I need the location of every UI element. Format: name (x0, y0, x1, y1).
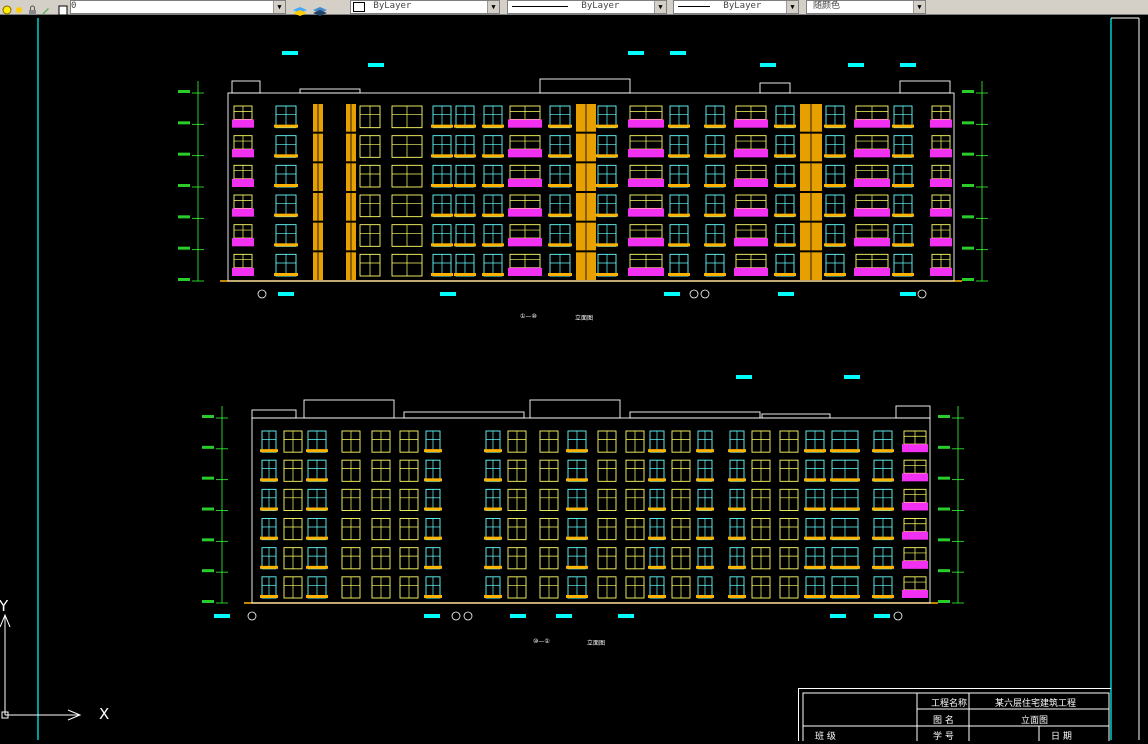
drawing-label: 图 名 (933, 716, 954, 726)
layer-toolbar: 0 ▼ ByLayer ▼ ByLayer ▼ ByLayer ▼ 随颜色 ▼ (0, 0, 1148, 16)
chevron-down-icon[interactable]: ▼ (487, 1, 499, 13)
lineweight-sample (678, 6, 710, 7)
drawing-svg (0, 17, 1140, 740)
student-id-label: 学 号 (933, 732, 954, 742)
color-dropdown[interactable]: ByLayer ▼ (350, 0, 500, 14)
linetype-sample (512, 6, 568, 7)
elevation-top-caption: ①—⑩ (520, 313, 537, 320)
pencil-icon[interactable] (40, 1, 51, 15)
color-swatch (353, 2, 365, 12)
elevation-bottom-caption: ⑩—① (533, 638, 550, 645)
plotstyle-value: 随颜色 (813, 1, 841, 11)
drawing-value: 立面图 (1021, 716, 1049, 726)
layer-manager-icon[interactable] (292, 1, 307, 16)
elevation-top-title: 立面图 (575, 315, 594, 322)
title-block: 工程名称 某六层住宅建筑工程 图 名 立面图 班 级 学 号 日 期 (798, 688, 1111, 742)
linetype-value: ByLayer (581, 1, 620, 11)
sun-icon[interactable] (14, 1, 25, 13)
ucs-icon (0, 613, 82, 721)
chevron-down-icon[interactable]: ▼ (786, 1, 798, 13)
layer-dropdown[interactable]: 0 ▼ (70, 0, 286, 14)
ucs-y-label: Y (0, 597, 9, 615)
project-label: 工程名称 (931, 699, 968, 709)
elevation-bottom-title: 立面图 (587, 640, 606, 647)
class-label: 班 级 (815, 732, 836, 742)
lineweight-value: ByLayer (723, 1, 762, 11)
drawing-frame (37, 17, 1140, 740)
color-swatch-icon (58, 1, 69, 16)
chevron-down-icon[interactable]: ▼ (913, 1, 925, 13)
plotstyle-dropdown[interactable]: 随颜色 ▼ (806, 0, 926, 14)
linetype-dropdown[interactable]: ByLayer ▼ (507, 0, 667, 14)
chevron-down-icon[interactable]: ▼ (273, 1, 285, 13)
lineweight-dropdown[interactable]: ByLayer ▼ (673, 0, 799, 14)
date-label: 日 期 (1051, 732, 1072, 742)
chevron-down-icon[interactable]: ▼ (654, 1, 666, 13)
elevation-bottom (202, 375, 964, 621)
title-block-grid (802, 692, 1110, 741)
model-space-canvas[interactable]: ①—⑩ 立面图 ⑩—① 立面图 Y X (0, 15, 1148, 740)
bulb-icon[interactable] (2, 1, 13, 15)
ucs-x-label: X (99, 705, 110, 723)
color-value: ByLayer (373, 1, 412, 11)
layer-name: 0 (71, 1, 77, 11)
elevation-top (178, 51, 988, 299)
lock-icon[interactable] (27, 1, 38, 15)
layer-previous-icon[interactable] (312, 1, 327, 16)
project-value: 某六层住宅建筑工程 (995, 699, 1077, 709)
